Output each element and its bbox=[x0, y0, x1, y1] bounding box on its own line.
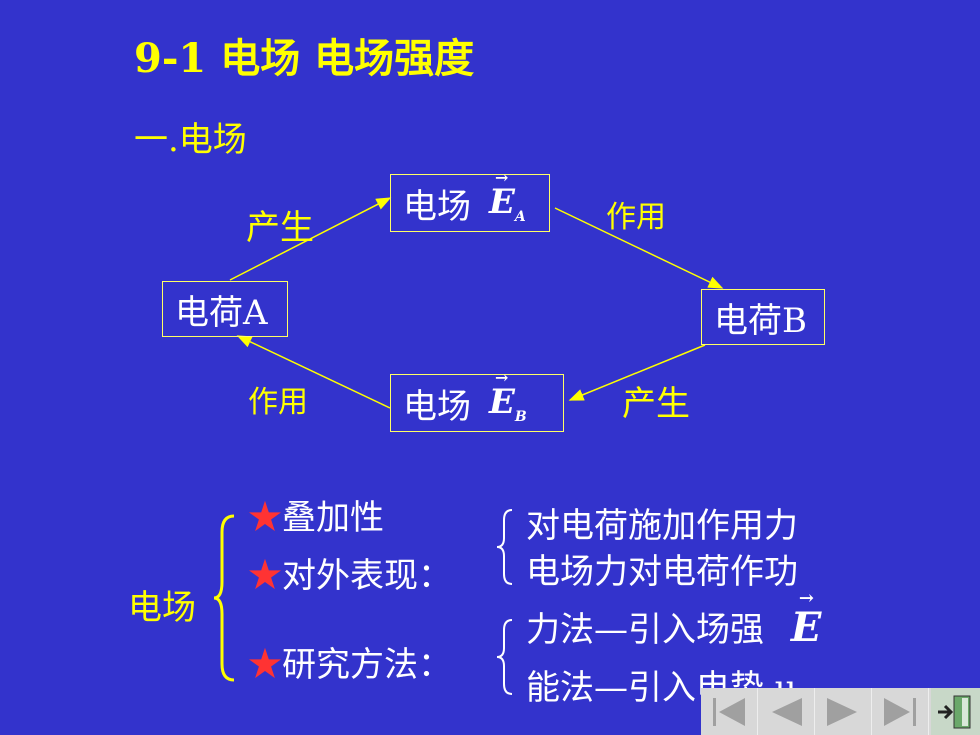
charge-A-label: 电荷A bbox=[175, 292, 268, 333]
field-B-vector: →EB bbox=[489, 367, 527, 425]
brace-method bbox=[496, 619, 513, 695]
exit-button[interactable] bbox=[931, 688, 980, 735]
section-heading: 一.电场 bbox=[134, 120, 247, 160]
item-external-behavior: ★对外表现： bbox=[248, 556, 452, 596]
field-A-text: 电场 bbox=[403, 186, 471, 227]
label-produce-bottom: 产生 bbox=[622, 384, 690, 424]
external-sub2: 电场力对电荷作功 bbox=[526, 552, 798, 592]
prev-slide-icon bbox=[772, 697, 802, 726]
prev-slide-button[interactable] bbox=[758, 688, 815, 735]
first-slide-button[interactable] bbox=[701, 688, 758, 735]
slide-title: 9-1 电场 电场强度 bbox=[134, 35, 475, 82]
field-A-box: 电场 →EA bbox=[390, 167, 550, 232]
label-act-bottom: 作用 bbox=[248, 385, 308, 420]
label-act-top: 作用 bbox=[606, 200, 666, 235]
item-superposition: ★叠加性 bbox=[248, 498, 384, 538]
arrow-chargeA-to-fieldA bbox=[229, 197, 392, 281]
charge-B-box: 电荷B bbox=[701, 289, 825, 345]
charge-A-box: 电荷A bbox=[162, 281, 288, 337]
external-sub1: 对电荷施加作用力 bbox=[526, 506, 798, 546]
label-produce-top: 产生 bbox=[246, 208, 314, 248]
method-sub1: 力法—引入场强 →E bbox=[526, 588, 822, 651]
left-brace bbox=[213, 514, 235, 682]
star-icon: ★ bbox=[248, 498, 282, 538]
charge-B-label: 电荷B bbox=[714, 300, 807, 341]
field-B-text: 电场 bbox=[403, 386, 471, 427]
last-slide-icon bbox=[884, 697, 916, 726]
brace-external bbox=[496, 509, 513, 585]
star-icon: ★ bbox=[248, 645, 282, 685]
arrow-fieldA-to-chargeB bbox=[554, 207, 724, 289]
next-slide-button[interactable] bbox=[815, 688, 872, 735]
field-vector-E: →E bbox=[790, 588, 822, 651]
item-research-method: ★研究方法： bbox=[248, 645, 452, 685]
first-slide-icon bbox=[713, 697, 745, 726]
slide-nav-bar bbox=[701, 688, 931, 735]
next-slide-icon bbox=[827, 697, 857, 726]
last-slide-button[interactable] bbox=[872, 688, 929, 735]
exit-door-icon bbox=[937, 695, 970, 728]
field-B-box: 电场 →EB bbox=[390, 367, 564, 432]
arrow-fieldB-to-chargeA bbox=[236, 335, 391, 409]
star-icon: ★ bbox=[248, 556, 282, 596]
arrow-chargeB-to-fieldB bbox=[568, 344, 706, 401]
summary-field-label: 电场 bbox=[128, 588, 196, 628]
field-A-vector: →EA bbox=[489, 167, 526, 225]
